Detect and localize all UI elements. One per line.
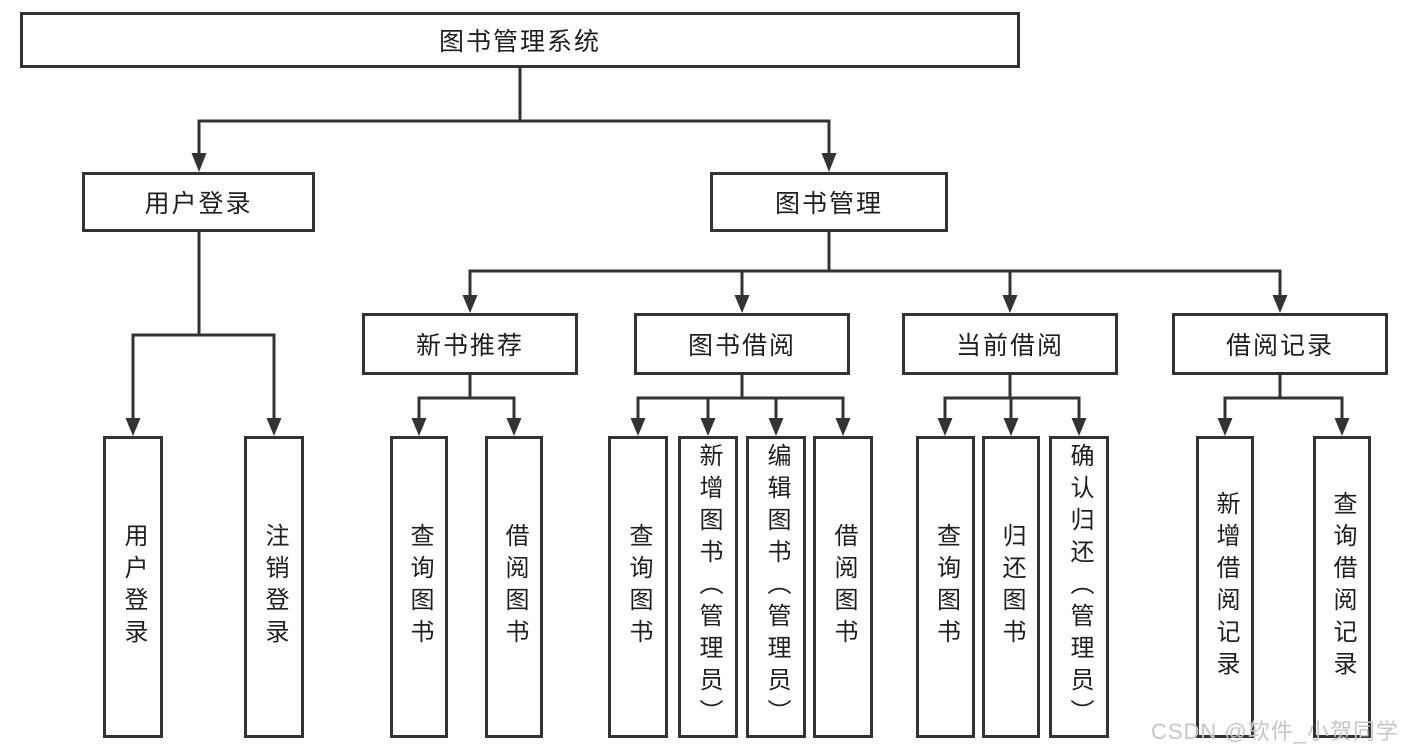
node-current-borrowing: 当前借阅: [902, 313, 1118, 375]
node-label: 当前借阅: [955, 332, 1064, 360]
node-label: 借阅记录: [1225, 332, 1334, 360]
arrow-down-icon: [1003, 418, 1019, 436]
node-label: 归还图书: [998, 523, 1025, 651]
leaf-edit-books-admin: 编辑图书（管理员）: [746, 436, 806, 738]
node-label: 借阅图书: [501, 523, 528, 651]
node-label: 新增借阅记录: [1212, 491, 1239, 683]
node-label: 新书推荐: [415, 332, 524, 360]
node-label: 编辑图书（管理员）: [763, 443, 790, 731]
leaf-query-borrow-record: 查询借阅记录: [1313, 436, 1371, 738]
node-label: 用户登录: [144, 190, 253, 218]
arrow-down-icon: [1217, 418, 1233, 436]
connector-newbookrec-to-leaves: [417, 375, 516, 420]
node-label: 查询图书: [932, 523, 960, 651]
arrow-down-icon: [125, 418, 141, 436]
arrow-down-icon: [266, 418, 282, 436]
node-label: 图书借阅: [687, 332, 796, 360]
node-label: 查询图书: [406, 523, 433, 651]
leaf-borrow-books: 借阅图书: [813, 436, 873, 738]
arrow-down-icon: [1272, 295, 1288, 313]
node-book-borrowing: 图书借阅: [634, 313, 850, 375]
leaf-query-books: 查询图书: [916, 436, 975, 738]
arrow-down-icon: [1334, 418, 1350, 436]
node-label: 查询图书: [625, 523, 652, 651]
leaf-confirm-return-admin: 确认归还（管理员）: [1049, 436, 1109, 738]
node-label: 用户登录: [120, 523, 147, 651]
arrow-down-icon: [821, 153, 837, 172]
node-label: 确认归还（管理员）: [1066, 443, 1093, 731]
node-user-login-branch: 用户登录: [82, 172, 315, 232]
node-label: 图书管理系统: [438, 28, 601, 56]
connector-borrowrecord-to-leaves: [1223, 375, 1344, 420]
connector-root-to-level2: [197, 68, 831, 156]
arrow-down-icon: [734, 295, 750, 313]
arrow-down-icon: [506, 418, 522, 436]
connector-userlogin-to-leaves: [131, 232, 276, 420]
leaf-query-books: 查询图书: [390, 436, 448, 738]
node-borrowing-records: 借阅记录: [1172, 313, 1388, 375]
leaf-add-borrow-record: 新增借阅记录: [1196, 436, 1254, 738]
connector-bookmgmt-to-level3: [468, 232, 1282, 297]
leaf-return-books: 归还图书: [982, 436, 1040, 738]
leaf-borrow-books: 借阅图书: [485, 436, 543, 738]
arrow-down-icon: [835, 418, 851, 436]
arrow-down-icon: [411, 418, 427, 436]
arrow-down-icon: [1071, 418, 1087, 436]
arrow-down-icon: [191, 153, 207, 172]
leaf-user-login: 用户登录: [103, 436, 163, 738]
connector-currentborrow-to-leaves: [943, 375, 1081, 420]
node-label: 查询借阅记录: [1329, 491, 1356, 683]
arrow-down-icon: [630, 418, 646, 436]
arrow-down-icon: [700, 418, 716, 436]
leaf-query-books: 查询图书: [608, 436, 668, 738]
node-new-book-recommendation: 新书推荐: [362, 313, 578, 375]
node-library-management-system: 图书管理系统: [20, 12, 1020, 68]
node-label: 新增图书（管理员）: [695, 443, 722, 731]
arrow-down-icon: [937, 418, 953, 436]
connector-bookborrow-to-leaves: [636, 375, 845, 420]
node-label: 图书管理: [774, 190, 883, 218]
node-label: 借阅图书: [830, 523, 857, 651]
arrow-down-icon: [462, 295, 478, 313]
arrow-down-icon: [768, 418, 784, 436]
node-label: 注销登录: [261, 523, 288, 651]
leaf-add-books-admin: 新增图书（管理员）: [678, 436, 738, 738]
leaf-logout: 注销登录: [244, 436, 304, 738]
arrowheads: [125, 153, 1350, 436]
arrow-down-icon: [1002, 295, 1018, 313]
node-book-management-branch: 图书管理: [710, 172, 948, 232]
